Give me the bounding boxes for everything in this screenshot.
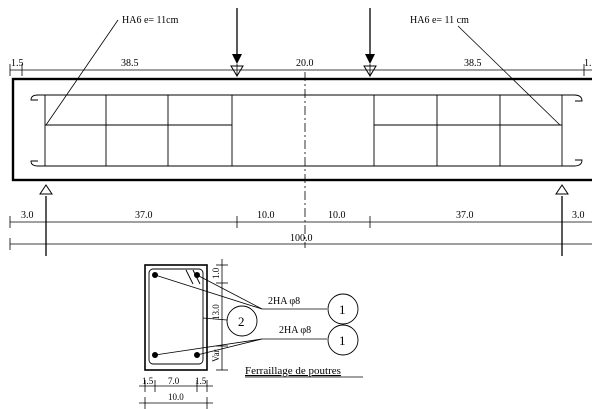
mark-2-label: 2 — [238, 314, 245, 329]
dim-bottom-center-right: 10.0 — [328, 210, 346, 221]
mark-1-top-label: 1 — [339, 302, 346, 317]
dim-section-right-cover: 1.5 — [195, 376, 207, 386]
dim-bottom-left-span: 37.0 — [135, 210, 153, 221]
dim-top-right-cover: 1.5 — [584, 58, 592, 69]
dim-total-length: 100.0 — [290, 233, 313, 244]
section-stirrup — [148, 268, 204, 365]
bottom-dimension-line — [9, 216, 592, 228]
beam-outline — [11, 77, 592, 182]
dim-top-left-cover: 1.5 — [11, 58, 24, 69]
dim-bottom-left-edge: 3.0 — [21, 210, 34, 221]
dim-section-core: 7.0 — [168, 376, 180, 386]
dim-top-right-span: 38.5 — [464, 58, 482, 69]
stirrup-label-right: HA6 e= 11 cm — [410, 15, 469, 26]
dim-bottom-right-edge: 3.0 — [572, 210, 585, 221]
mark-2: 2 — [226, 305, 258, 337]
top-dimension-line — [9, 64, 592, 76]
dim-section-var: Var — [211, 350, 221, 363]
stirrup-label-left: HA6 e= 11cm — [122, 15, 179, 26]
bar-label-bottom: 2HA φ8 — [279, 325, 311, 336]
section-title: Ferraillage de poutres — [245, 365, 341, 377]
dim-section-width: 10.0 — [168, 392, 184, 402]
leader-line-right — [457, 25, 561, 126]
mark-1-bottom: 1 — [327, 324, 359, 356]
total-dimension-line — [9, 238, 592, 250]
dim-section-top-cover: 1.0 — [211, 267, 221, 279]
stirrups — [44, 95, 563, 166]
section-outline — [144, 264, 208, 371]
dim-top-middle: 20.0 — [296, 58, 314, 69]
dim-bottom-right-span: 37.0 — [456, 210, 474, 221]
bar-label-top: 2HA φ8 — [268, 296, 300, 307]
leader-line-left — [45, 19, 119, 126]
dim-bottom-center-left: 10.0 — [257, 210, 275, 221]
mark-1-top: 1 — [327, 293, 359, 325]
section-vertical-dimension — [216, 259, 228, 371]
left-bar-hooks — [30, 94, 45, 167]
section-bars — [152, 272, 200, 358]
dim-section-left-cover: 1.5 — [142, 376, 154, 386]
mark-1-bottom-label: 1 — [339, 333, 346, 348]
section-leaders — [154, 274, 327, 356]
right-bar-hooks — [560, 94, 583, 167]
dim-section-height: 13.0 — [211, 304, 221, 320]
longitudinal-bars — [45, 94, 562, 167]
section-horizontal-dimension — [139, 380, 213, 409]
dim-top-left-span: 38.5 — [121, 58, 139, 69]
